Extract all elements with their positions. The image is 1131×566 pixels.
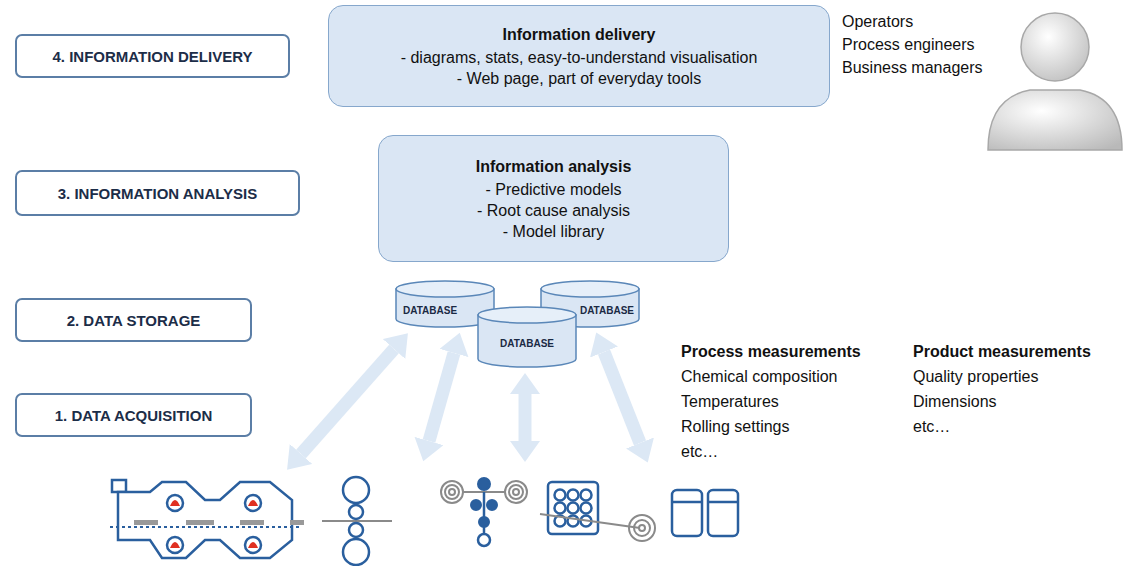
box-heading: Information analysis — [476, 156, 632, 177]
coil-storage-symbol — [672, 490, 738, 536]
text-label: Business managers — [842, 58, 983, 78]
text-label: Process engineers — [842, 35, 975, 55]
text-label: Dimensions — [913, 392, 997, 412]
stage-box: 1. DATA ACQUISITION — [15, 393, 252, 437]
text-label: etc… — [913, 417, 950, 437]
database-label: DATABASE — [500, 338, 554, 349]
user-icon — [988, 13, 1122, 150]
box-heading: Information delivery — [503, 24, 656, 45]
stage-label: 2. DATA STORAGE — [67, 312, 201, 329]
database-label: DATABASE — [580, 305, 634, 316]
cylinder-outline — [477, 306, 577, 368]
database-cylinder: DATABASE — [477, 306, 577, 368]
bullet-item: - Web page, part of everyday tools — [457, 68, 701, 89]
rolling-stand-symbol — [322, 477, 392, 565]
stage-label: 3. INFORMATION ANALYSIS — [58, 185, 257, 202]
measurement-heading: Product measurements — [913, 342, 1091, 362]
text-label: Rolling settings — [681, 417, 790, 437]
info-box: Information delivery- diagrams, stats, e… — [328, 5, 830, 107]
text-label: Temperatures — [681, 392, 779, 412]
bullet-item: - Root cause analysis — [477, 200, 630, 221]
furnace-symbol — [110, 480, 304, 558]
stage-box: 2. DATA STORAGE — [15, 298, 252, 342]
text-label: Quality properties — [913, 367, 1038, 387]
info-content: Information analysis- Predictive models-… — [476, 156, 632, 242]
stage-label: 1. DATA ACQUISITION — [55, 407, 213, 424]
stage-box: 3. INFORMATION ANALYSIS — [15, 170, 300, 216]
database-label: DATABASE — [403, 305, 457, 316]
text-label: Chemical composition — [681, 367, 838, 387]
stage-box: 4. INFORMATION DELIVERY — [15, 34, 290, 78]
text-label: Operators — [842, 12, 913, 32]
bullet-item: - Model library — [503, 221, 604, 242]
data-arrows — [301, 349, 640, 454]
measurement-heading: Process measurements — [681, 342, 861, 362]
bullet-item: - Predictive models — [485, 179, 621, 200]
info-box: Information analysis- Predictive models-… — [378, 135, 729, 262]
text-label: etc… — [681, 442, 718, 462]
coiler-symbol — [441, 478, 527, 546]
stage-label: 4. INFORMATION DELIVERY — [52, 48, 252, 65]
mill-stand-symbol — [540, 482, 655, 541]
bullet-item: - diagrams, stats, easy-to-understand vi… — [401, 47, 758, 68]
info-content: Information delivery- diagrams, stats, e… — [401, 24, 758, 89]
